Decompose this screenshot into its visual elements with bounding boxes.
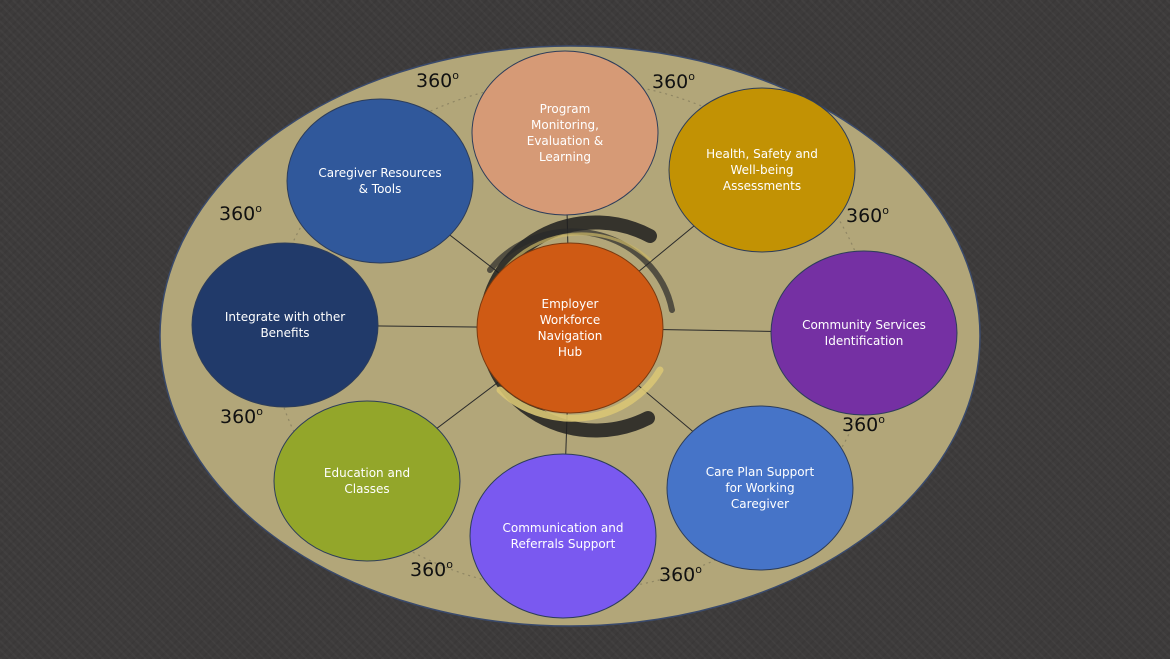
node-program-monitoring-label-line-3: Evaluation & [527,134,604,148]
degree-superscript: o [882,204,889,217]
degree-value: 360 [220,406,256,428]
node-program-monitoring-label-line-2: Monitoring, [531,118,599,132]
node-health-safety-label-line-1: Health, Safety and [706,147,818,161]
degree-label: 360o [652,70,695,93]
node-caregiver-resources-circle [286,98,474,264]
degree-superscript: o [256,405,263,418]
degree-superscript: o [878,413,885,426]
degree-value: 360 [842,414,878,436]
node-health-safety-circle [668,87,856,253]
degree-label: 360o [842,413,885,436]
degree-label: 360o [846,204,889,227]
node-program-monitoring-label-line-1: Program [540,102,591,116]
node-communication-circle [469,453,657,619]
node-education-circle [273,400,461,562]
node-care-plan-label-line-2: for Working [725,481,794,495]
hub-label-line-4: Hub [558,345,582,359]
node-integrate-circle [191,242,379,408]
node-community-services-circle [770,250,958,416]
node-health-safety-label-line-3: Assessments [723,179,801,193]
degree-superscript: o [452,69,459,82]
node-caregiver-resources: Caregiver Resources & Tools [286,98,474,264]
degree-superscript: o [695,563,702,576]
degree-value: 360 [652,71,688,93]
node-care-plan-label-line-3: Caregiver [731,497,789,511]
node-program-monitoring-label-line-4: Learning [539,150,591,164]
node-integrate-label-line-1: Integrate with other [225,310,345,324]
degree-value: 360 [410,559,446,581]
hub-circle [476,242,664,414]
hub-label-line-3: Navigation [538,329,603,343]
degree-label: 360o [659,563,702,586]
node-health-safety-label-line-2: Well-being [730,163,793,177]
degree-superscript: o [446,558,453,571]
degree-value: 360 [659,564,695,586]
node-caregiver-resources-label-line-1: Caregiver Resources [318,166,441,180]
degree-label: 360o [220,405,263,428]
node-program-monitoring-circle [471,50,659,216]
degree-value: 360 [846,205,882,227]
node-community-services-label-line-1: Community Services [802,318,926,332]
node-caregiver-resources-label-line-2: & Tools [359,182,402,196]
hub-label-line-1: Employer [542,297,599,311]
node-community-services-label-line-2: Identification [825,334,904,348]
degree-superscript: o [688,70,695,83]
node-communication-label-line-2: Referrals Support [511,537,616,551]
degree-value: 360 [219,203,255,225]
degree-label: 360o [219,202,262,225]
degree-label: 360o [410,558,453,581]
node-integrate-label-line-2: Benefits [260,326,309,340]
hub-label-line-2: Workforce [540,313,601,327]
node-care-plan-circle [666,405,854,571]
degree-superscript: o [255,202,262,215]
node-education-label-line-2: Classes [344,482,389,496]
node-communication-label-line-1: Communication and [503,521,624,535]
degree-value: 360 [416,70,452,92]
degree-label: 360o [416,69,459,92]
node-education-label-line-1: Education and [324,466,410,480]
node-care-plan-label-line-1: Care Plan Support [706,465,815,479]
